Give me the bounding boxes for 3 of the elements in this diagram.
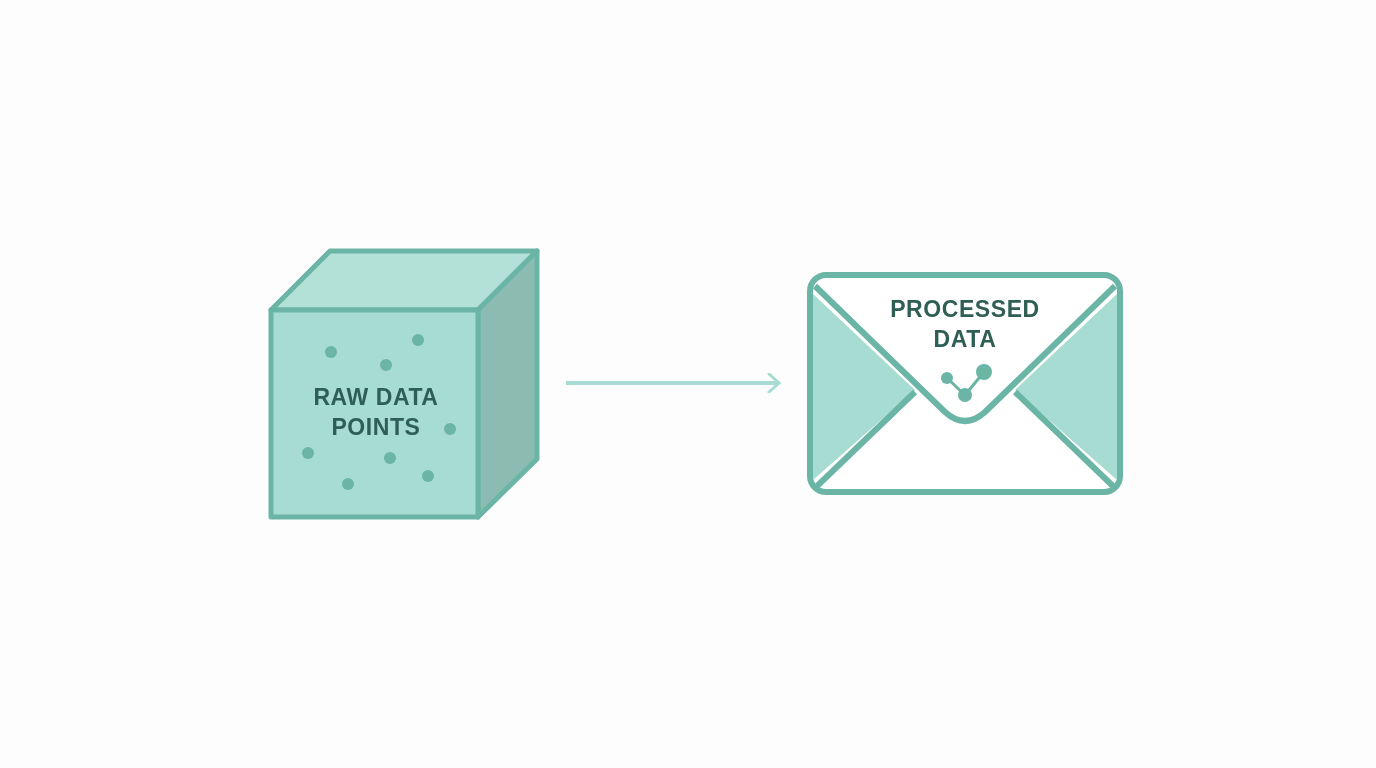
- arrow: [566, 372, 781, 394]
- node-label: PROCESSED DATA: [889, 295, 1041, 354]
- node-label: RAW DATA POINTS: [312, 383, 440, 442]
